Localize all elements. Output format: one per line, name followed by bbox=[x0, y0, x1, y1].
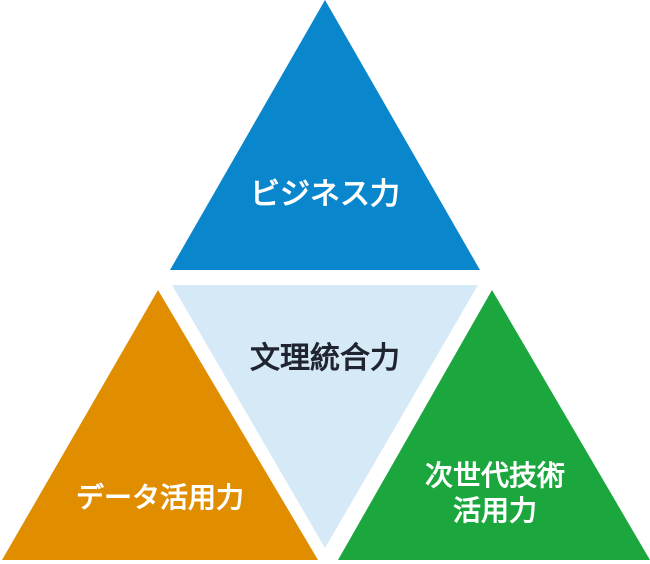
next-gen-tech-triangle bbox=[338, 290, 650, 560]
next-gen-tech-label-line1: 次世代技術 bbox=[424, 459, 565, 492]
data-utilization-triangle bbox=[2, 290, 318, 560]
business-triangle bbox=[170, 0, 480, 270]
next-gen-tech-label: 次世代技術 活用力 bbox=[400, 458, 590, 528]
data-utilization-label: データ活用力 bbox=[75, 481, 244, 514]
integration-label: 文理統合力 bbox=[250, 341, 400, 376]
integration-triangle bbox=[172, 285, 478, 548]
next-gen-tech-label-line2: 活用力 bbox=[452, 494, 537, 527]
business-label: ビジネス力 bbox=[250, 177, 400, 212]
